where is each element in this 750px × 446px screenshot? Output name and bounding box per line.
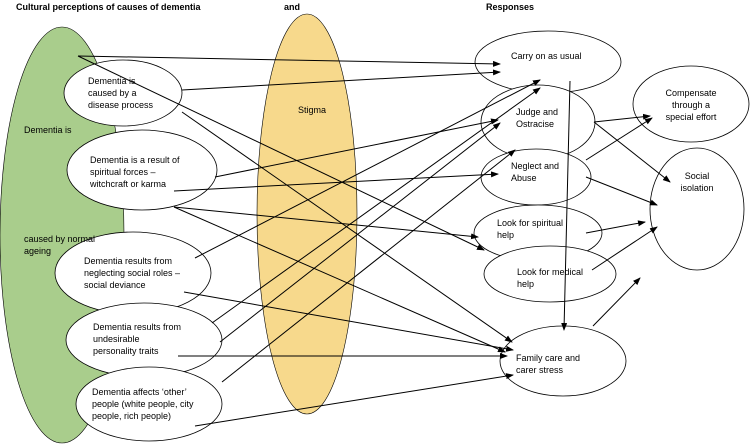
arrow bbox=[173, 206, 506, 353]
arrow bbox=[221, 149, 516, 383]
arrow bbox=[183, 291, 514, 352]
response-ellipse-medical-help bbox=[483, 245, 617, 303]
arrow bbox=[593, 113, 651, 123]
cause-ellipse-other bbox=[75, 366, 223, 442]
cause-label-other: Dementia affects ‘other’ people (white p… bbox=[92, 387, 194, 421]
response-ellipse-carry-on bbox=[474, 30, 622, 94]
header-responses: Responses bbox=[486, 2, 535, 12]
cause-label-social: Dementia results from neglecting social … bbox=[84, 256, 181, 290]
header-cultural-perceptions: Cultural perceptions of causes of dement… bbox=[16, 2, 201, 12]
arrow bbox=[77, 55, 485, 251]
arrow bbox=[77, 55, 501, 67]
cause-label-personality: Dementia results from undesirable person… bbox=[93, 322, 182, 356]
arrow bbox=[173, 171, 499, 192]
arrow bbox=[194, 373, 514, 427]
arrow bbox=[211, 87, 541, 324]
arrows bbox=[77, 55, 671, 427]
arrow bbox=[194, 79, 541, 259]
arrow bbox=[592, 277, 641, 327]
response-label-judge: Judge and Ostracise bbox=[516, 107, 559, 129]
cause-ellipse-disease bbox=[63, 59, 183, 127]
arrow bbox=[585, 117, 653, 161]
arrow bbox=[214, 118, 499, 178]
arrow bbox=[585, 220, 646, 234]
stigma-ellipse bbox=[256, 13, 358, 415]
arrow bbox=[591, 226, 658, 271]
arrow bbox=[593, 121, 671, 183]
arrow bbox=[181, 69, 501, 91]
cause-label-spiritual: Dementia is a result of spiritual forces… bbox=[90, 155, 180, 189]
green-group-bottom-label: caused by normal ageing bbox=[24, 234, 96, 256]
response-label-family: Family care and carer stress bbox=[516, 353, 581, 375]
arrow bbox=[173, 206, 479, 240]
response-label-medical-help: Look for medical help bbox=[517, 267, 584, 289]
arrow bbox=[181, 111, 513, 343]
green-group-top-label: Dementia is bbox=[24, 125, 72, 135]
arrow bbox=[585, 176, 658, 206]
response-label-isolation: Social isolation bbox=[680, 171, 714, 193]
arrow bbox=[561, 80, 571, 331]
header-and: and bbox=[284, 2, 301, 12]
response-label-spiritual-help: Look for spiritual help bbox=[497, 218, 564, 240]
response-label-neglect: Neglect and Abuse bbox=[511, 161, 560, 183]
response-label-carry-on: Carry on as usual bbox=[511, 51, 582, 61]
response-ellipse-compensate bbox=[632, 65, 750, 143]
arrow bbox=[219, 122, 501, 343]
response-ellipse-isolation bbox=[649, 147, 745, 271]
response-label-compensate: Compensate through a special effort bbox=[665, 88, 717, 122]
stigma-label: Stigma bbox=[298, 105, 327, 115]
cause-label-disease: Dementia is caused by a disease process bbox=[88, 76, 154, 110]
cause-ellipse-spiritual bbox=[66, 129, 218, 211]
